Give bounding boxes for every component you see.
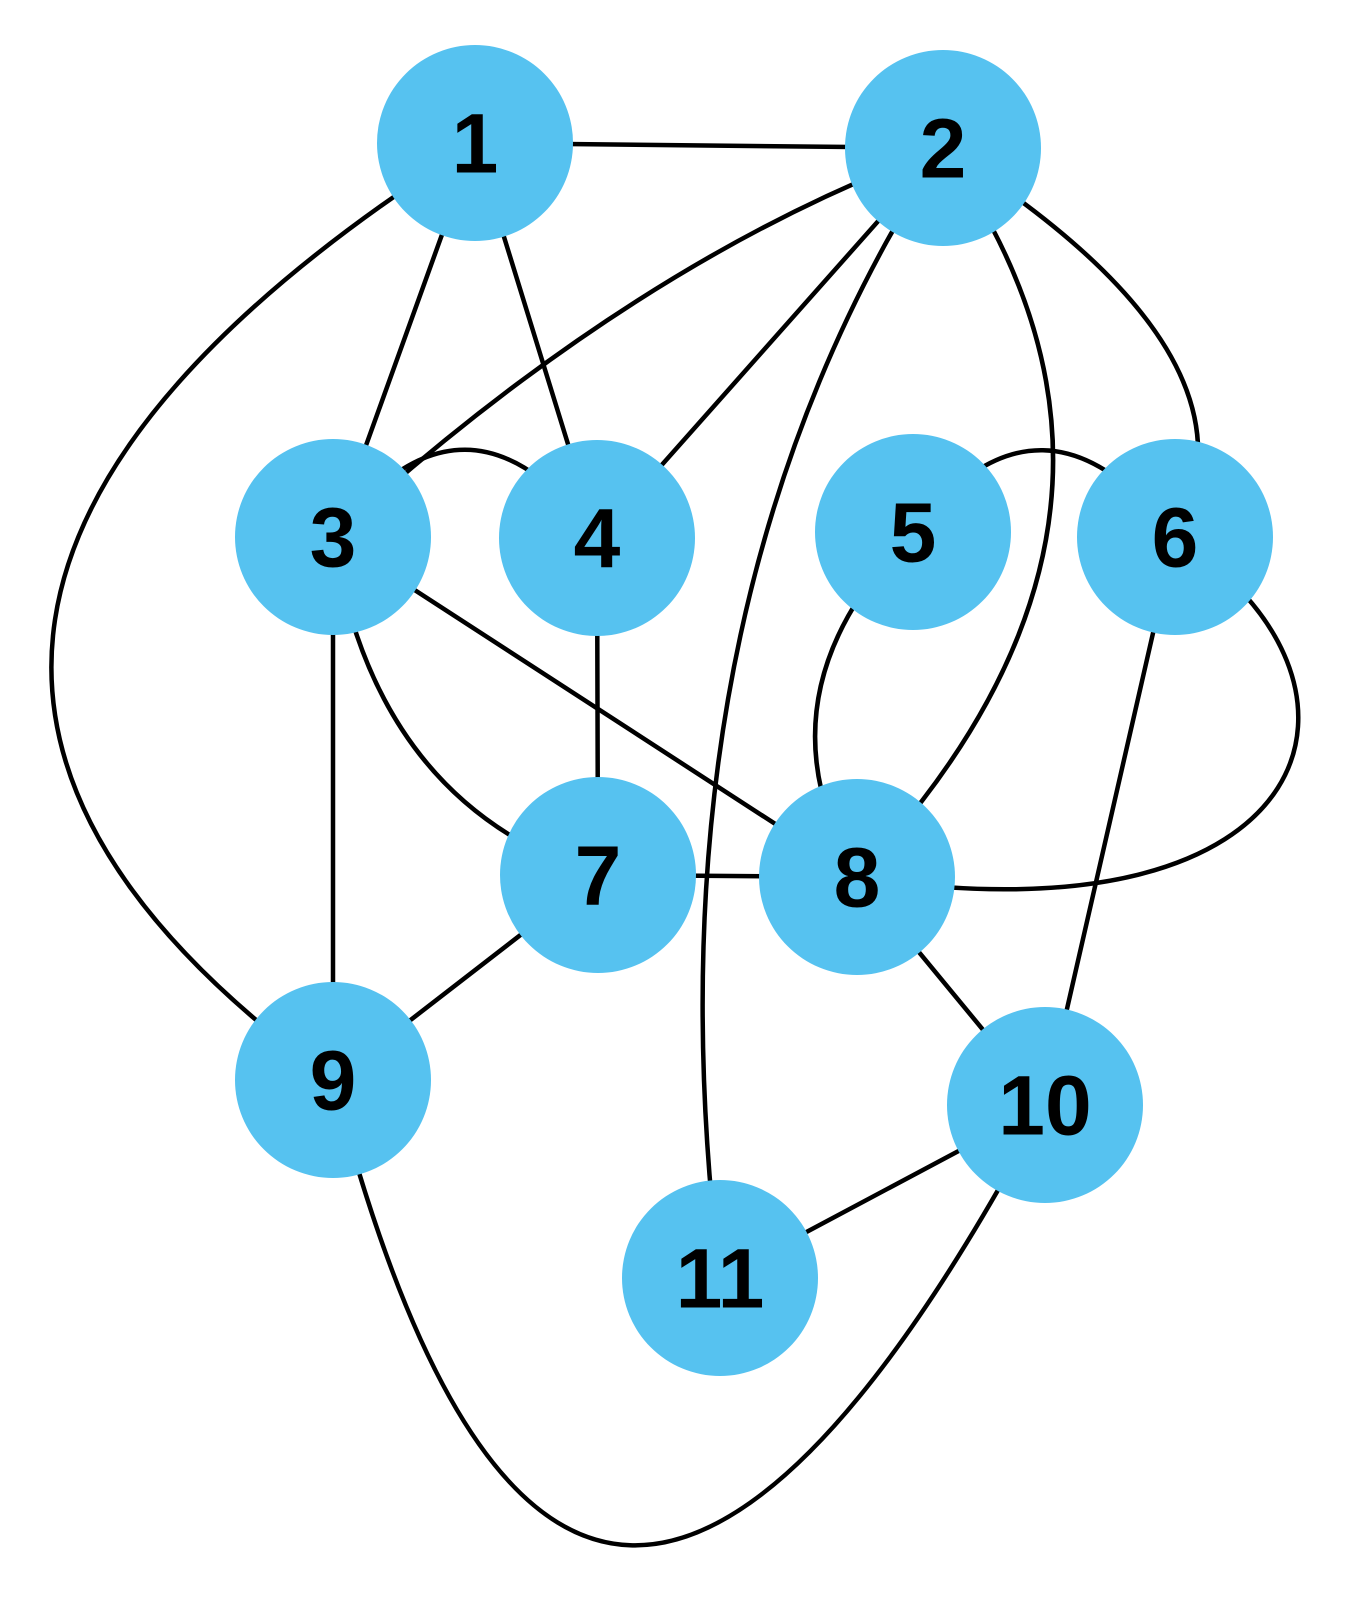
edge-3-8 xyxy=(330,534,860,880)
edge-1-9 xyxy=(49,140,478,1083)
node-2-circle xyxy=(845,50,1041,246)
node-1: 1 xyxy=(377,45,573,241)
node-8-circle xyxy=(759,779,955,975)
node-5: 5 xyxy=(815,434,1011,630)
edge-2-8 xyxy=(854,145,1056,880)
node-10-circle xyxy=(947,1007,1143,1203)
node-8: 8 xyxy=(759,779,955,975)
node-11-circle xyxy=(622,1180,818,1376)
node-9-circle xyxy=(235,982,431,1178)
edge-2-11 xyxy=(700,145,946,1281)
node-2: 2 xyxy=(845,50,1041,246)
node-10: 10 xyxy=(947,1007,1143,1203)
node-1-circle xyxy=(377,45,573,241)
node-4: 4 xyxy=(499,440,695,636)
node-3-circle xyxy=(235,439,431,635)
node-6: 6 xyxy=(1077,439,1273,635)
edge-9-10 xyxy=(330,1077,1048,1548)
node-6-circle xyxy=(1077,439,1273,635)
node-3: 3 xyxy=(235,439,431,635)
node-9: 9 xyxy=(235,982,431,1178)
node-7-circle xyxy=(500,777,696,973)
node-5-circle xyxy=(815,434,1011,630)
node-4-circle xyxy=(499,440,695,636)
node-11: 11 xyxy=(622,1180,818,1376)
edge-6-8 xyxy=(854,534,1301,892)
node-7: 7 xyxy=(500,777,696,973)
